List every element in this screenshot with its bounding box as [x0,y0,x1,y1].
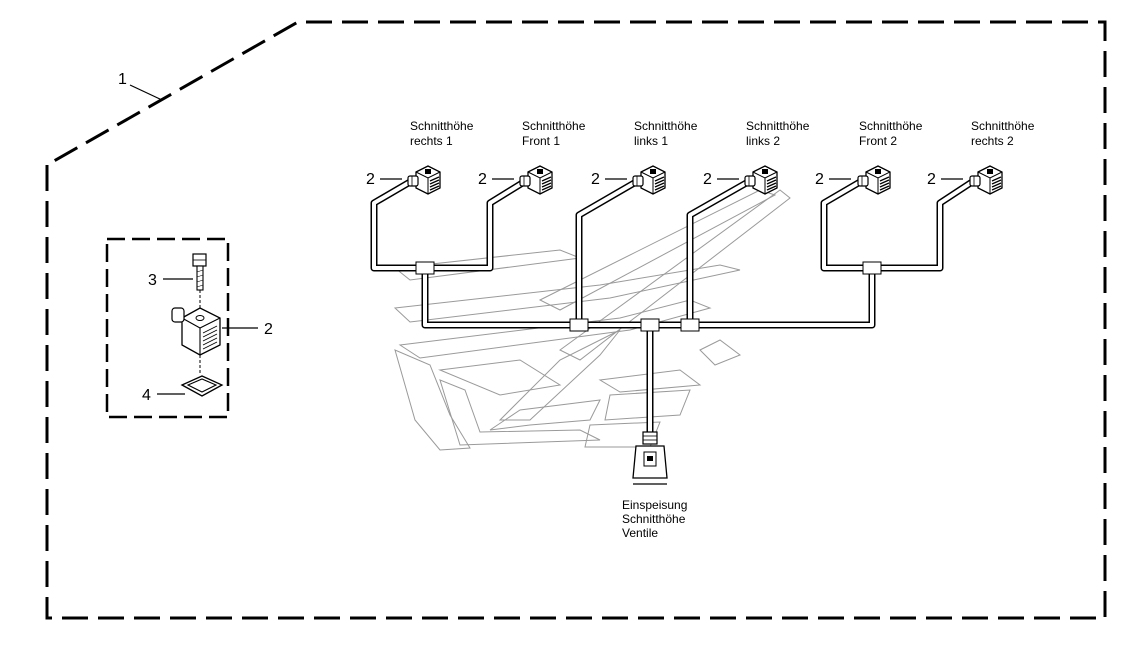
callout-4: 4 [142,387,151,404]
callout-3: 3 [148,272,157,289]
connector-rechts-2: Schnitthöhe rechts 2 2 [927,119,1035,188]
valve-connector-icon [632,165,666,195]
feed-label-line1: Einspeisung [622,498,687,512]
connector-title: Schnitthöhe [971,119,1035,133]
connector-title: Schnitthöhe [859,119,923,133]
valve-connector-heads [407,165,1003,195]
connector-title: Schnitthöhe [634,119,698,133]
machine-outline-icon [393,189,791,451]
callout-2-detail: 2 [264,321,273,338]
callout-1-leader [129,84,163,101]
connector-title: Schnitthöhe [410,119,474,133]
valve-connector-icon [857,165,891,195]
connector-subtitle: Front 1 [522,134,560,148]
feed-plug-icon [632,431,668,485]
feed-label-line3: Ventile [622,526,658,540]
connector-front-2: Schnitthöhe Front 2 2 [815,119,923,188]
valve-connector-icon [519,165,553,195]
connector-front-1: Schnitthöhe Front 1 2 [478,119,586,188]
connector-links-2: Schnitthöhe links 2 2 [703,119,810,188]
connector-subtitle: Front 2 [859,134,897,148]
connector-callout: 2 [366,171,375,188]
screw-icon [192,253,207,291]
assembly-frame [45,20,1107,620]
connector-title: Schnitthöhe [522,119,586,133]
connector-title: Schnitthöhe [746,119,810,133]
connector-callout: 2 [927,171,936,188]
valve-connector-icon [744,165,778,195]
feed-label-line2: Schnitthöhe [622,512,686,526]
connector-callout: 2 [703,171,712,188]
cable-harness [370,178,974,442]
connector-callout: 2 [591,171,600,188]
connector-callout: 2 [815,171,824,188]
connector-callout: 2 [478,171,487,188]
connector-subtitle: links 2 [746,134,780,148]
valve-connector-icon [969,165,1003,195]
connector-subtitle: rechts 2 [971,134,1014,148]
seal-icon [180,375,224,397]
connector-subtitle: links 1 [634,134,668,148]
connector-links-1: Schnitthöhe links 1 2 [591,119,698,188]
connector-subtitle: rechts 1 [410,134,453,148]
valve-connector-icon [407,165,441,195]
valve-connector-icon [171,307,221,356]
connector-rechts-1: Schnitthöhe rechts 1 2 [366,119,474,188]
callout-1: 1 [118,71,127,88]
